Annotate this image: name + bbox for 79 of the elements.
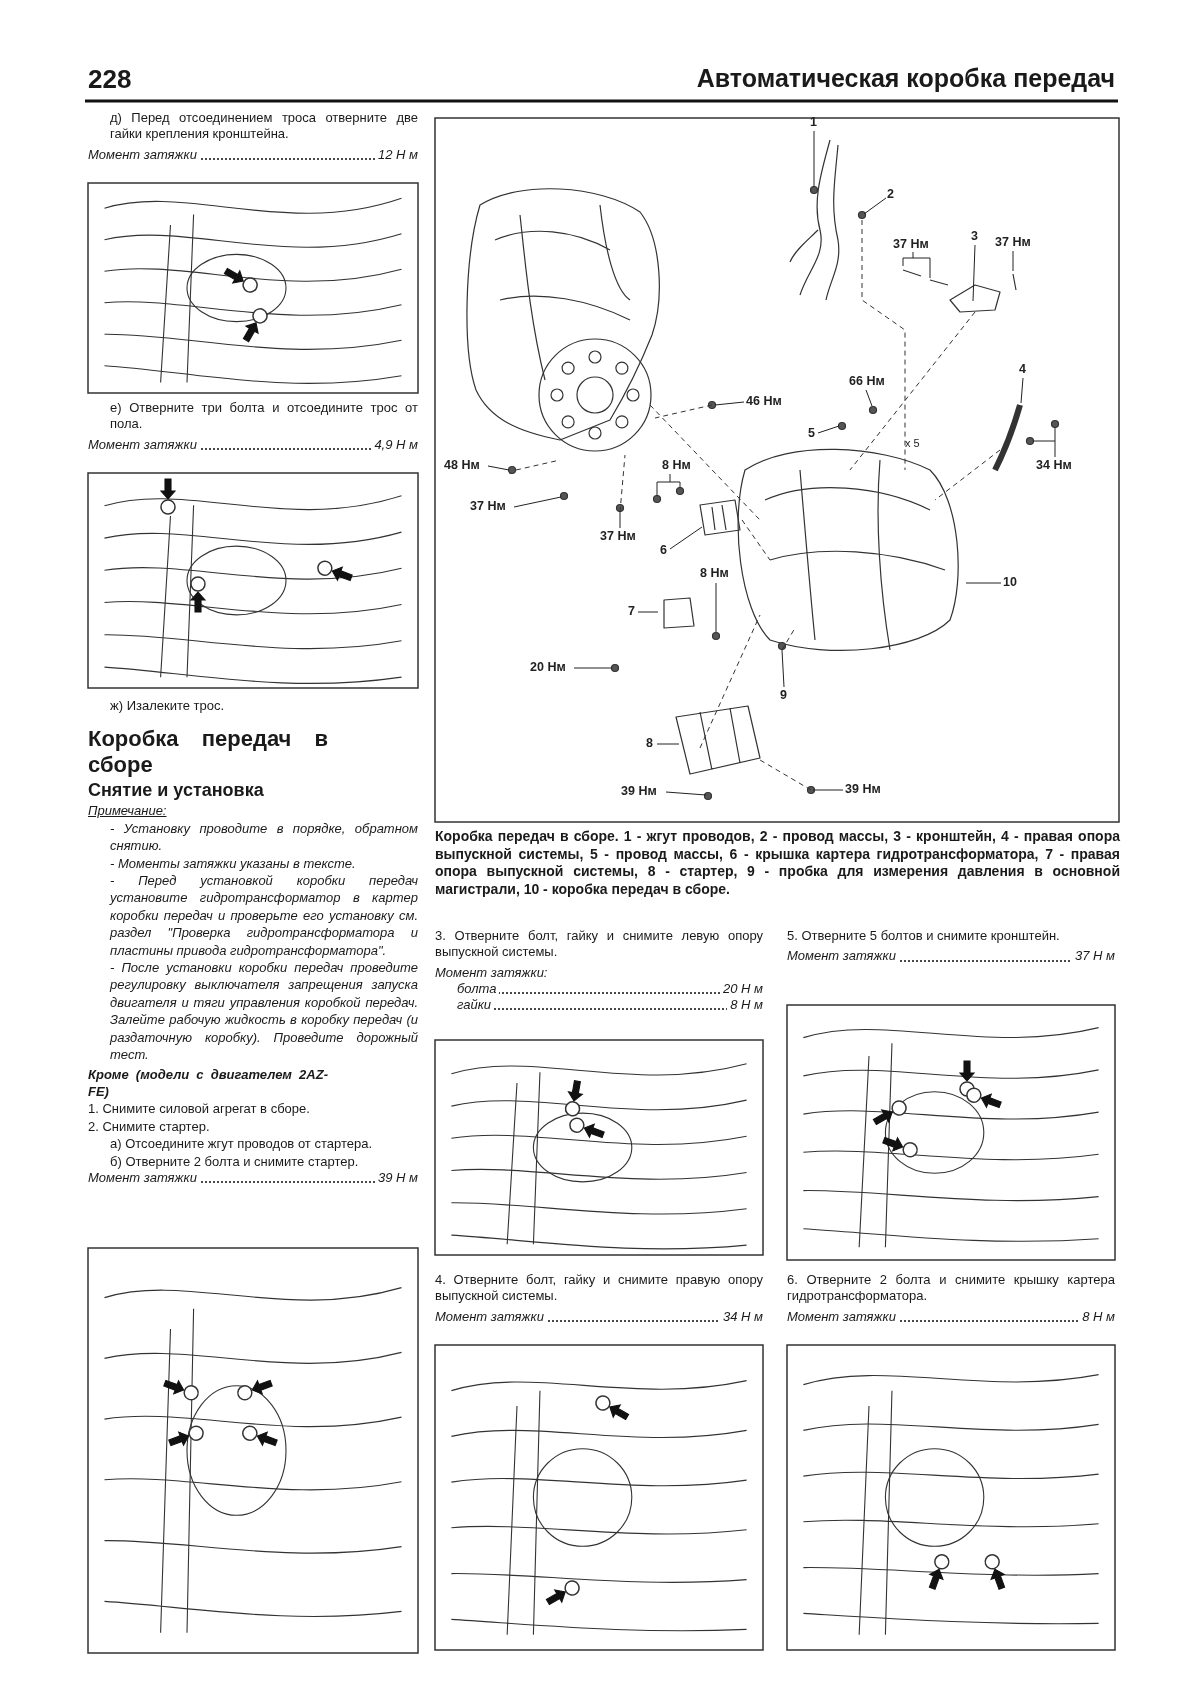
quantity-label: x 5 xyxy=(905,436,920,451)
torque-label: 34 Нм xyxy=(1036,458,1072,473)
callout-number: 6 xyxy=(660,543,667,558)
torque-label: Момент затяжки xyxy=(787,948,1072,965)
note-text: - Перед установкой коробки передач установите гидротрансформатор в картер коробки передач и проверьте его установку см. раздел "Проверка гидротрансформатора и пластины привода гидротрансформатора". xyxy=(108,872,418,960)
torque-value: 8 Н м xyxy=(730,997,763,1014)
callout-number: 7 xyxy=(628,604,635,619)
step-text: д) Перед отсоединением троса отверните две гайки крепления кронштейна. xyxy=(109,110,418,143)
leader-line xyxy=(714,401,745,406)
leader-line xyxy=(669,526,703,550)
torque-label: 37 Нм xyxy=(995,235,1031,250)
callout-number: 9 xyxy=(780,688,787,703)
callout-number: 5 xyxy=(808,426,815,441)
leader-line xyxy=(902,251,931,279)
callout-number: 10 xyxy=(1003,575,1017,590)
leader-line xyxy=(813,130,815,188)
torque-value: 8 Н м xyxy=(1082,1308,1115,1325)
step-text: ж) Изалеките трос. xyxy=(109,697,226,715)
leader-line xyxy=(665,791,707,796)
torque-label: 39 Нм xyxy=(621,784,657,799)
figure-caption: Коробка передач в сборе. 1 - жгут проводов, 2 - провод массы, 3 - кронштейн, 4 - правая опора выпускной системы, 5 - провод массы, 6 - крышка картера гидротрансформатора, 7 - правая опора выпускной системы, 8 - стартер, 9 - пробка для измерения давления в основной магистрали, 10 - коробка передач в сборе. xyxy=(435,828,1120,898)
torque-label: 20 Нм xyxy=(530,660,566,675)
leader-line xyxy=(863,197,887,215)
callout-number: 4 xyxy=(1019,362,1026,377)
callout-number: 1 xyxy=(810,115,817,130)
step-text: 4. Отверните болт, гайку и снимите правую опору выпускной системы. xyxy=(435,1272,763,1305)
step-text: 5. Отверните 5 болтов и снимите кронштейн. xyxy=(787,928,1061,945)
page-title: Автоматическая коробка передач xyxy=(696,64,1115,93)
leader-line xyxy=(656,473,681,497)
leader-line xyxy=(637,611,659,613)
note-text: - Установку проводите в порядке, обратном снятию. xyxy=(109,819,418,855)
leader-line xyxy=(1032,426,1056,458)
step-text: 3. Отверните болт, гайку и снимите левую опору выпускной системы. xyxy=(435,928,763,961)
torque-value: 12 Н м xyxy=(378,146,418,163)
torque-value: 34 Н м xyxy=(723,1308,763,1325)
leader-line xyxy=(487,465,510,471)
leader-line xyxy=(619,510,621,529)
torque-label: 37 Нм xyxy=(470,499,506,514)
torque-label: 48 Нм xyxy=(444,458,480,473)
torque-value: 20 Н м xyxy=(723,980,763,998)
note-text: - После установки коробки передач проведите регулировку выключателя запрещения запуска двигателя и тяги управления коробкой передач. Залейте рабочую жидкость в коробку передач (и раздаточную коробку). Проведите дорожный тест. xyxy=(108,959,418,1064)
leader-line xyxy=(812,789,844,791)
step-text: а) Отсоедините жгут проводов от стартера. xyxy=(109,1135,373,1153)
callout-number: 3 xyxy=(971,229,978,244)
page-number: 228 xyxy=(88,64,132,95)
step-text: е) Отверните три болта и отсоедините трос от пола. xyxy=(109,400,418,433)
leader-line xyxy=(513,496,562,508)
leader-line xyxy=(865,389,873,407)
leader-line xyxy=(656,743,680,745)
leader-line xyxy=(715,582,717,633)
leader-line xyxy=(573,667,613,669)
note-heading: Примечание: xyxy=(88,802,168,820)
step-text: б) Отверните 2 болта и снимите стартер. xyxy=(109,1152,360,1170)
subsection-heading: Снятие и установка xyxy=(88,779,265,803)
torque-label: 8 Нм xyxy=(700,566,729,581)
torque-heading: Момент затяжки: xyxy=(435,964,549,981)
callout-number: 8 xyxy=(646,736,653,751)
callout-number: 2 xyxy=(887,187,894,202)
step-text: 1. Снимите силовой агрегат в сборе. xyxy=(88,1100,311,1118)
leader-line xyxy=(1012,250,1014,272)
torque-label: 66 Нм xyxy=(849,374,885,389)
leader-line xyxy=(817,425,840,434)
leader-line xyxy=(972,244,976,302)
torque-value: 4,9 Н м xyxy=(374,436,418,453)
torque-value: 37 Н м xyxy=(1075,948,1115,965)
torque-label: 39 Нм xyxy=(845,782,881,797)
leader-line xyxy=(965,582,1002,584)
leader-line xyxy=(781,649,785,688)
note-text: - Моменты затяжки указаны в тексте. xyxy=(109,854,357,873)
torque-label: 37 Нм xyxy=(893,237,929,252)
section-heading: Коробка передач в сборе xyxy=(88,726,328,779)
step-text: 6. Отверните 2 болта и снимите крышку картера гидротрансформатора. xyxy=(787,1272,1115,1305)
step-text: 2. Снимите стартер. xyxy=(88,1117,211,1136)
torque-label: 46 Нм xyxy=(746,394,782,409)
torque-value: 39 Н м xyxy=(378,1169,418,1187)
torque-label: 8 Нм xyxy=(662,458,691,473)
leader-line xyxy=(1020,377,1024,404)
model-heading: Кроме (модели с двигателем 2AZ-FE) xyxy=(88,1065,328,1101)
torque-label: 37 Нм xyxy=(600,529,636,544)
